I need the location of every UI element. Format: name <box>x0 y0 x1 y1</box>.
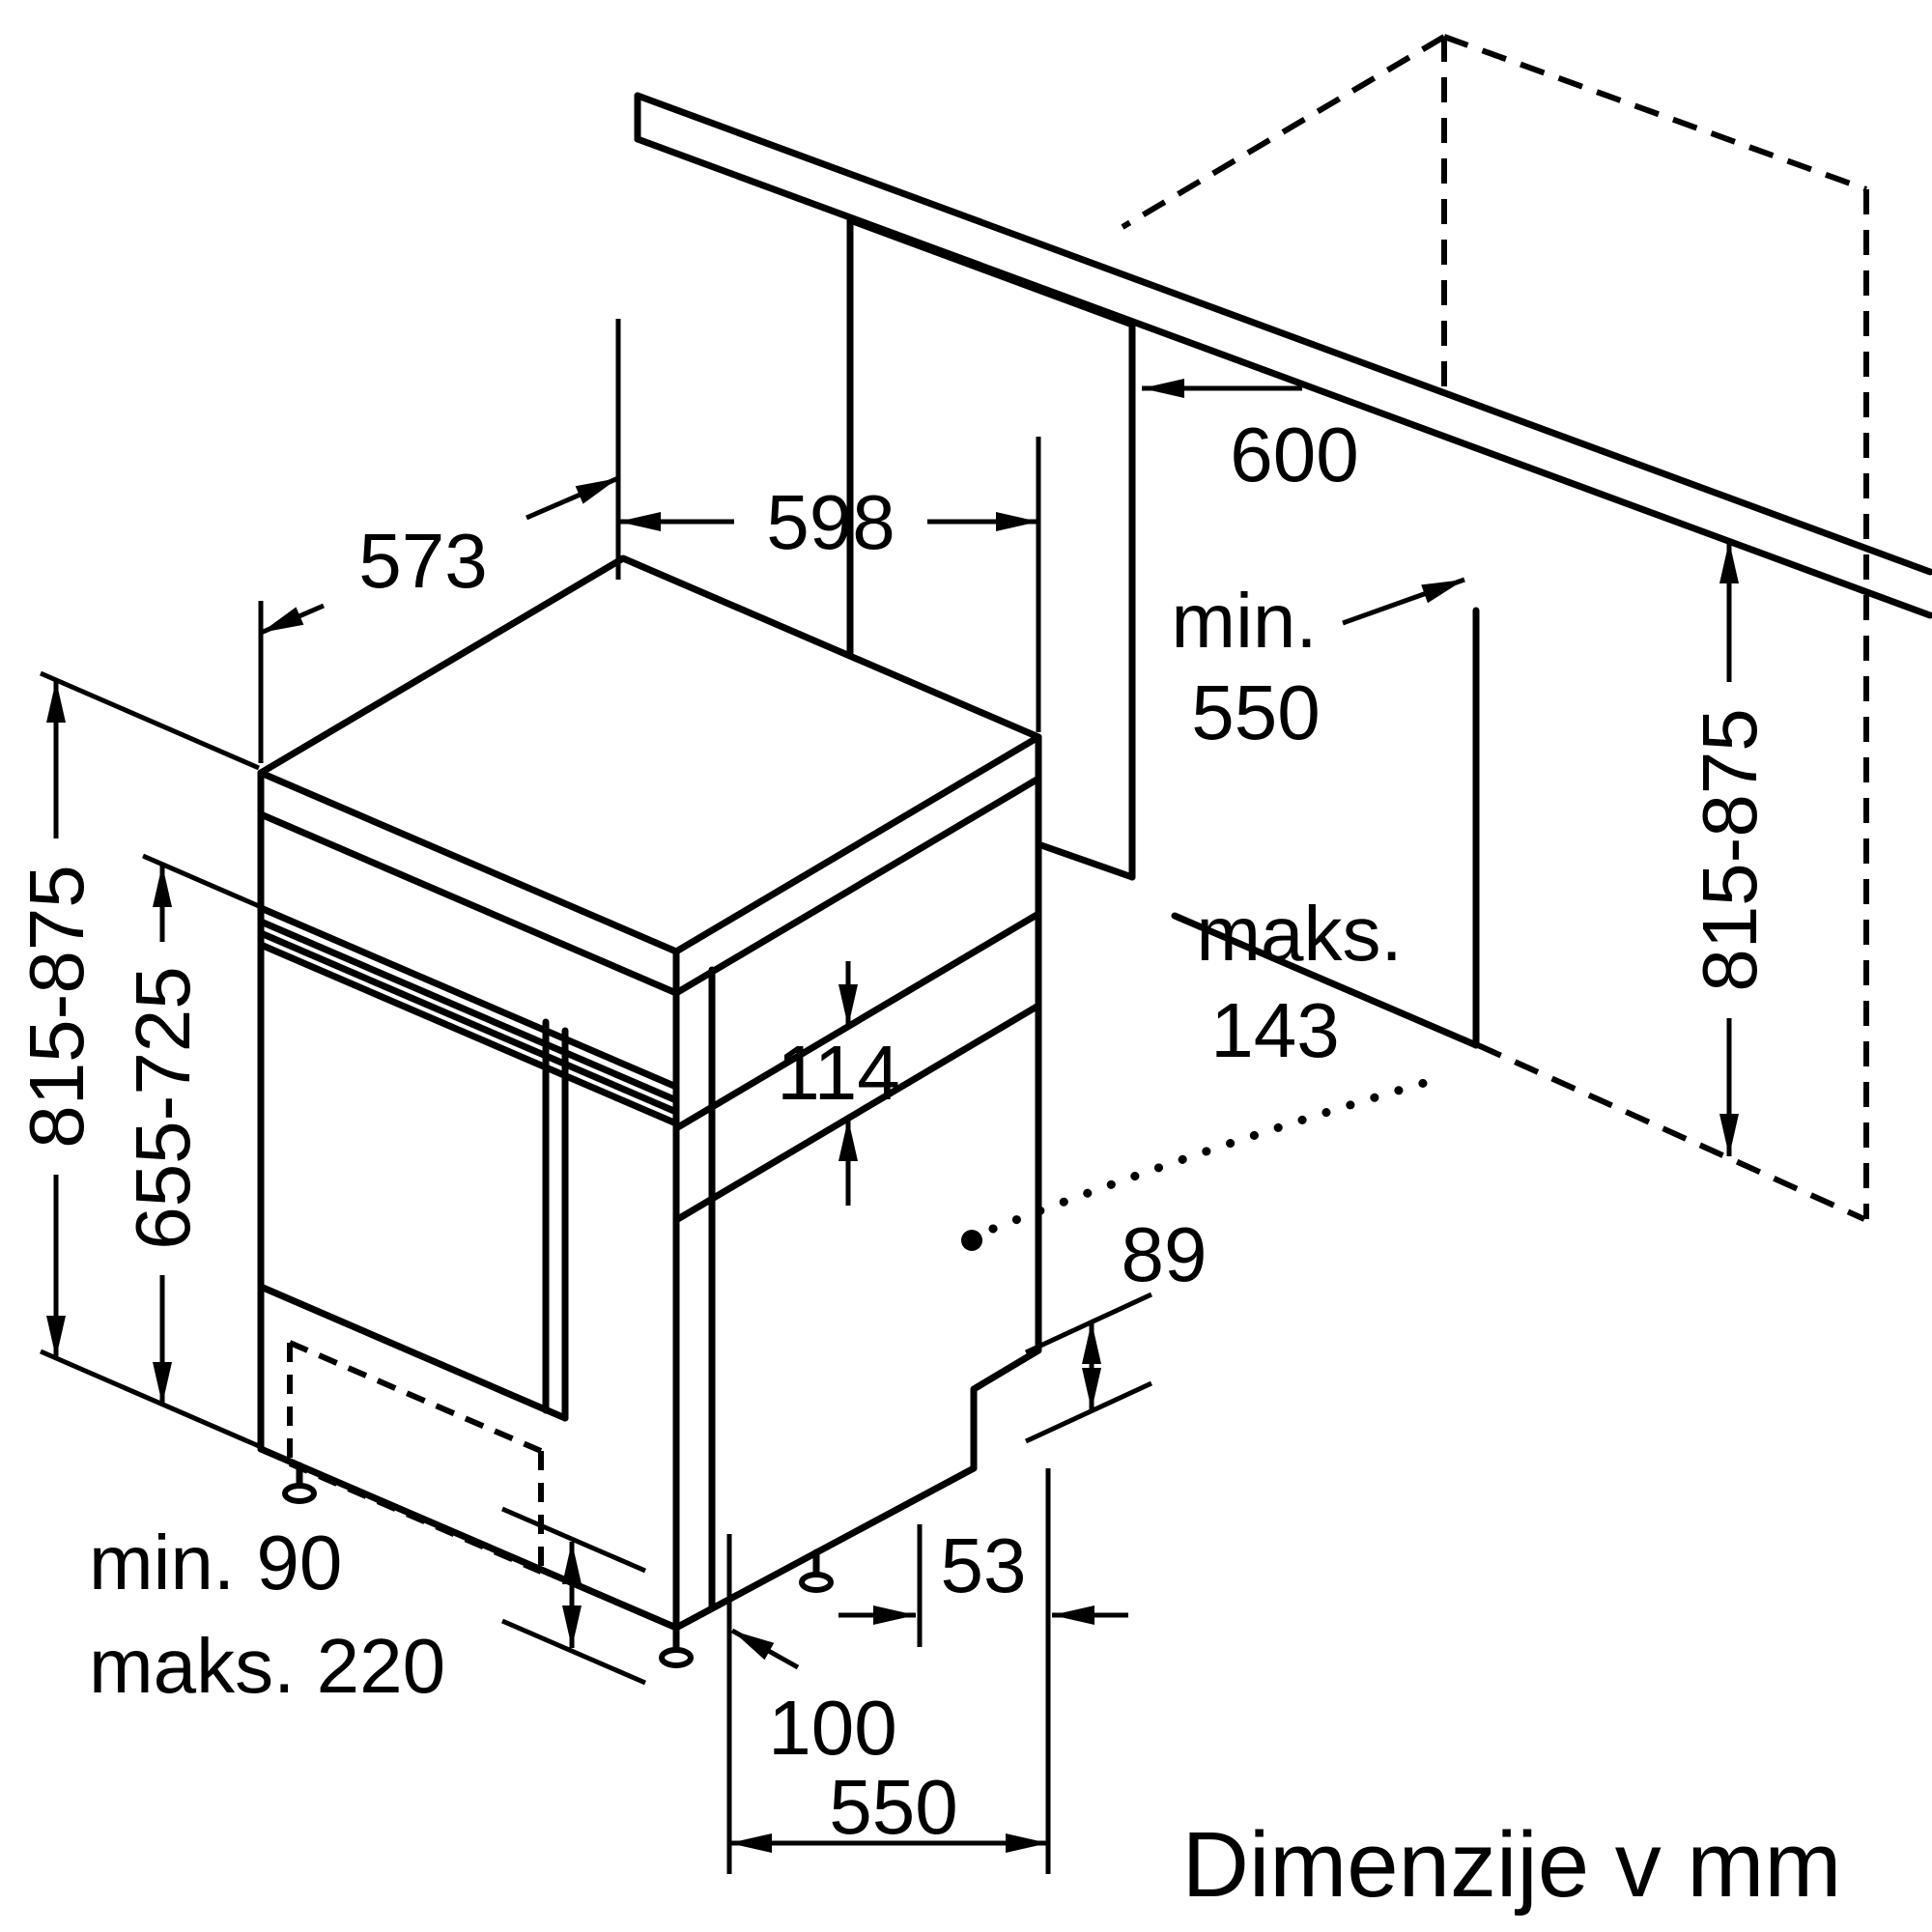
dishwasher-plinth-hidden-lines <box>287 1340 544 1575</box>
dimension-top-width: 598 <box>618 437 1041 732</box>
dim-label-base-depth: 550 <box>829 1764 957 1850</box>
dimension-base-depth: 550 <box>726 1468 1051 1874</box>
dimension-rear-step: 89 <box>1024 1211 1208 1444</box>
dim-label-plinth-recess: 100 <box>768 1685 896 1771</box>
dim-label-rear-step: 89 <box>1122 1211 1208 1297</box>
dim-label-plinth-max: maks. 220 <box>89 1623 445 1709</box>
niche-walls <box>846 216 1480 1049</box>
dimension-niche-width: 600 <box>1142 379 1359 497</box>
dim-label-height-left: 815-875 <box>14 865 99 1149</box>
dim-label-door-panel-height: 655-725 <box>120 966 206 1250</box>
diagram-title: Dimenzije v mm <box>1182 1813 1842 1917</box>
dim-label-plinth-min: min. 90 <box>89 1520 342 1605</box>
dim-label-rear-clearance: 53 <box>941 1522 1027 1608</box>
dim-label-niche-width: 600 <box>1230 412 1358 497</box>
dim-label-niche-height: 815-875 <box>1687 708 1773 992</box>
cabinet-hidden-lines <box>1121 34 1869 1222</box>
dishwasher-outline <box>257 554 1042 1632</box>
dim-label-top-depth: 573 <box>358 518 487 604</box>
dim-label-niche-depth-prefix: min. <box>1171 578 1317 664</box>
dishwasher-feet <box>282 1462 834 1668</box>
dimension-height-left: 815-875 <box>14 670 260 1449</box>
door-protrusion-point <box>961 1230 982 1251</box>
dimension-door-panel-height: 655-725 <box>120 853 260 1405</box>
dimension-plinth-recess: 100 <box>730 1628 897 1771</box>
dim-label-niche-depth-value: 550 <box>1191 669 1320 755</box>
dimension-door-protrusion: maks. 143 <box>961 891 1433 1251</box>
dimension-control-panel-height: 114 <box>777 961 900 1206</box>
dim-label-door-protrusion-prefix: maks. <box>1196 891 1402 977</box>
dim-label-control-panel-height: 114 <box>777 1030 900 1116</box>
dimension-top-depth: 573 <box>258 319 621 763</box>
dim-label-door-protrusion-value: 143 <box>1210 987 1339 1073</box>
dim-label-top-width: 598 <box>766 479 895 565</box>
dimension-plinth-height: min. 90 maks. 220 <box>89 1506 646 1709</box>
dimension-niche-height: 815-875 <box>1687 541 1773 1156</box>
dimension-rear-clearance: 53 <box>838 1522 1128 1647</box>
dimension-niche-depth: min. 550 <box>1171 577 1465 755</box>
